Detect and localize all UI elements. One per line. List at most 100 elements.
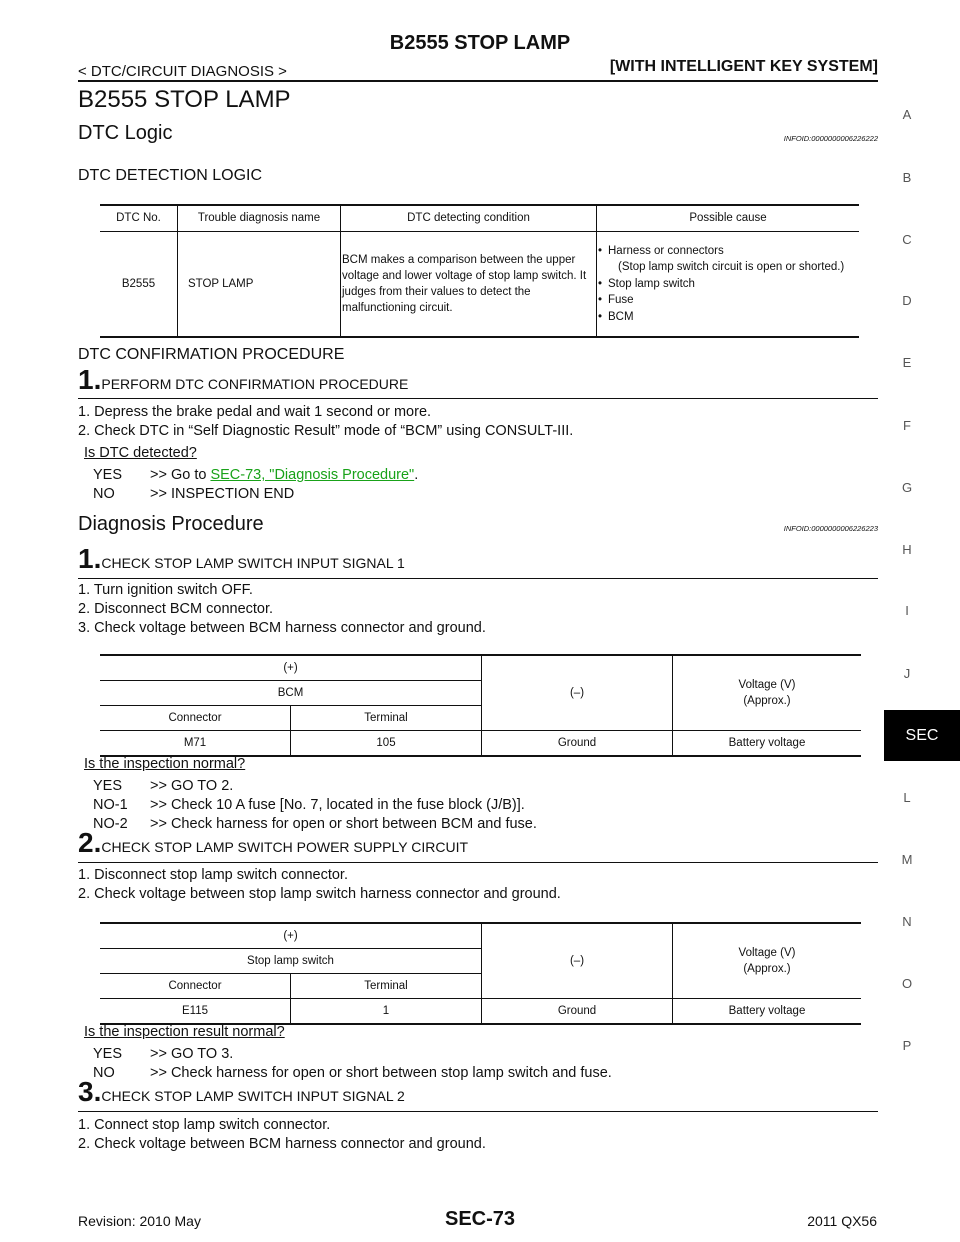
diag-step-3: 3.CHECK STOP LAMP SWITCH INPUT SIGNAL 2: [78, 1076, 405, 1108]
procedure-line: 2. Check DTC in “Self Diagnostic Result”…: [78, 423, 574, 439]
revision-label: Revision: 2010 May: [78, 1213, 201, 1229]
terminal-header: Terminal: [290, 973, 482, 999]
dtc-condition: BCM makes a comparison between the upper…: [340, 231, 597, 337]
confirm-step-1: 1.PERFORM DTC CONFIRMATION PROCEDURE: [78, 364, 408, 396]
cause-item: Stop lamp switch: [598, 276, 858, 293]
diagnosis-heading: Diagnosis Procedure: [78, 513, 264, 535]
voltage-value: Battery voltage: [728, 1005, 806, 1017]
procedure-line: 2. Disconnect BCM connector.: [78, 601, 274, 617]
answer-label: NO-2: [93, 816, 128, 832]
side-index-i[interactable]: I: [905, 603, 909, 618]
dtc-logic-heading: DTC Logic: [78, 122, 173, 144]
step-title: PERFORM DTC CONFIRMATION PROCEDURE: [101, 376, 409, 392]
terminal-header: Terminal: [290, 705, 482, 731]
voltage-value: Battery voltage: [728, 737, 806, 749]
side-index-c[interactable]: C: [902, 232, 912, 247]
answer-label: NO: [93, 1065, 115, 1081]
procedure-line: 1. Disconnect stop lamp switch connector…: [78, 867, 348, 883]
side-index-l[interactable]: L: [903, 790, 911, 805]
side-index-sec-tab[interactable]: SEC: [884, 710, 960, 761]
dtc-header-no: DTC No.: [100, 205, 178, 231]
dtc-logic-infoid: INFOID:0000000006226222: [783, 134, 878, 143]
step-divider: [78, 1111, 878, 1112]
system-label: [WITH INTELLIGENT KEY SYSTEM]: [609, 58, 878, 75]
voltage-header: Voltage (V) (Approx.): [672, 655, 861, 731]
answer-text: >> Check harness for open or short betwe…: [150, 1065, 612, 1081]
plus-header: (+): [100, 655, 482, 681]
procedure-line: 2. Check voltage between BCM harness con…: [78, 1136, 486, 1152]
answer-text: >> GO TO 2.: [150, 778, 234, 794]
page-number: SEC-73: [444, 1208, 516, 1230]
question: Is the inspection result normal?: [84, 1024, 285, 1040]
side-index-p[interactable]: P: [902, 1038, 912, 1053]
answer-yes-label: YES: [93, 467, 123, 483]
side-index-e[interactable]: E: [902, 355, 912, 370]
approx-label: (Approx.): [743, 963, 791, 975]
voltage-table-bcm: (+) (–) Voltage (V) (Approx.) BCM Connec…: [100, 654, 861, 757]
cause-note: (Stop lamp switch circuit is open or sho…: [618, 261, 845, 273]
voltage-header: Voltage (V) (Approx.): [672, 923, 861, 999]
answer-no-label: NO: [93, 486, 115, 502]
diagnosis-procedure-link[interactable]: SEC-73, "Diagnosis Procedure": [210, 467, 415, 483]
diag-step-2: 2.CHECK STOP LAMP SWITCH POWER SUPPLY CI…: [78, 827, 468, 859]
diag-step-1: 1.CHECK STOP LAMP SWITCH INPUT SIGNAL 1: [78, 543, 405, 575]
voltage-label: Voltage (V): [738, 947, 796, 959]
header-divider: [78, 80, 878, 82]
dtc-number: B2555: [100, 231, 178, 337]
answer-text: >> GO TO 3.: [150, 1046, 234, 1062]
side-index-n[interactable]: N: [902, 914, 912, 929]
procedure-line: 3. Check voltage between BCM harness con…: [78, 620, 486, 636]
step-divider: [78, 578, 878, 579]
procedure-line: 1. Depress the brake pedal and wait 1 se…: [78, 404, 432, 420]
step-number: 1.: [78, 543, 102, 574]
approx-label: (Approx.): [743, 695, 791, 707]
detection-logic-heading: DTC DETECTION LOGIC: [78, 167, 263, 184]
connector-value: M71: [100, 730, 291, 756]
breadcrumb: < DTC/CIRCUIT DIAGNOSIS >: [78, 63, 287, 80]
side-index-o[interactable]: O: [901, 976, 913, 991]
step-number: 1.: [78, 364, 102, 395]
cause-item: Harness or connectors: [598, 243, 858, 260]
cause-item: BCM: [598, 309, 858, 326]
minus-header: (–): [481, 923, 673, 999]
step-divider: [78, 398, 878, 399]
model-label: 2011 QX56: [807, 1213, 877, 1229]
side-index-h[interactable]: H: [902, 542, 912, 557]
voltage-label: Voltage (V): [738, 679, 796, 691]
dtc-name: STOP LAMP: [177, 231, 341, 337]
dtc-header-name: Trouble diagnosis name: [177, 205, 341, 231]
side-index-f[interactable]: F: [903, 418, 911, 433]
answer-text: >> Check harness for open or short betwe…: [150, 816, 537, 832]
side-index-a[interactable]: A: [902, 107, 912, 122]
step-title: CHECK STOP LAMP SWITCH INPUT SIGNAL 2: [101, 1088, 405, 1104]
terminal-value: 1: [290, 998, 482, 1024]
connector-header: Connector: [100, 705, 291, 731]
minus-header: (–): [481, 655, 673, 731]
dtc-table: DTC No. Trouble diagnosis name DTC detec…: [100, 204, 859, 338]
side-index-m[interactable]: M: [901, 852, 913, 867]
side-index-g[interactable]: G: [901, 480, 913, 495]
terminal-value: 105: [290, 730, 482, 756]
side-index-j[interactable]: J: [903, 666, 911, 681]
answer-suffix: .: [414, 467, 419, 483]
step-number: 3.: [78, 1076, 102, 1107]
side-index-b[interactable]: B: [902, 170, 912, 185]
minus-value: Ground: [481, 998, 673, 1024]
question: Is the inspection normal?: [84, 756, 246, 772]
dtc-header-condition: DTC detecting condition: [340, 205, 597, 231]
answer-text: >> Go to: [150, 467, 211, 483]
connector-header: Connector: [100, 973, 291, 999]
dtc-causes: Harness or connectors (Stop lamp switch …: [597, 231, 860, 337]
confirmation-heading: DTC CONFIRMATION PROCEDURE: [78, 346, 345, 363]
answer-label: NO-1: [93, 797, 128, 813]
connector-value: E115: [100, 998, 291, 1024]
answer-no: >> INSPECTION END: [150, 486, 295, 502]
step-divider: [78, 862, 878, 863]
side-index-d[interactable]: D: [902, 293, 912, 308]
answer-text: >> Check 10 A fuse [No. 7, located in th…: [150, 797, 525, 813]
answer-label: YES: [93, 1046, 123, 1062]
cause-item: Fuse: [598, 292, 858, 309]
answer-label: YES: [93, 778, 123, 794]
voltage-table-stop-lamp: (+) (–) Voltage (V) (Approx.) Stop lamp …: [100, 922, 861, 1025]
step-title: CHECK STOP LAMP SWITCH POWER SUPPLY CIRC…: [101, 839, 469, 855]
